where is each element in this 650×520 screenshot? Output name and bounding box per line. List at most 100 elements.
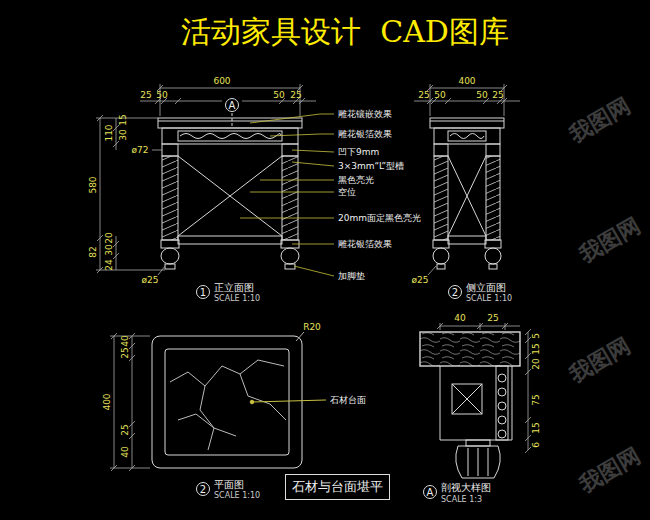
line-stroke (114, 336, 115, 468)
rect-stroke (420, 332, 520, 366)
watermark: 我图网 (576, 444, 644, 496)
line-stroke (160, 88, 300, 89)
side-elevation (430, 118, 504, 269)
circle-stroke (498, 388, 506, 396)
watermark: 我图网 (566, 94, 634, 146)
section-circle: A (423, 485, 437, 499)
dimension-text: 25 (492, 91, 503, 100)
dimension-text: 15 (119, 114, 128, 125)
line-stroke (158, 121, 302, 122)
callout-note: 雕花银箔效果 (338, 240, 392, 249)
rect-stroke (165, 264, 175, 269)
plan-view (152, 332, 326, 468)
dimension-text: 25 (290, 91, 301, 100)
callout-note: 黑色亮光 (338, 176, 374, 185)
dimension-text: 30 (119, 129, 128, 140)
line-stroke (502, 323, 508, 329)
view-title: 剖视大样图 (441, 483, 491, 493)
line-stroke (525, 447, 531, 453)
polyline-stroke (292, 162, 334, 166)
line-stroke (252, 400, 326, 402)
line-stroke (129, 355, 135, 361)
rect-stroke (178, 131, 282, 141)
ellipse-stroke (281, 248, 299, 264)
rect-stroke (486, 144, 500, 156)
path-stroke (450, 134, 484, 139)
path-stroke (200, 386, 214, 450)
line-stroke (97, 267, 103, 273)
line-stroke (152, 150, 162, 151)
polyline-stroke (294, 266, 334, 276)
line-stroke (525, 329, 531, 335)
line-stroke (116, 118, 117, 150)
line-stroke (129, 343, 135, 349)
dimension-text: 25 (121, 424, 130, 435)
dimension-text: ø25 (142, 276, 159, 285)
dimension-text: 50 (273, 91, 284, 100)
line-stroke (232, 113, 233, 128)
line-stroke (452, 384, 482, 414)
rect-stroke (162, 156, 178, 240)
line-stroke (528, 332, 529, 450)
line-stroke (525, 369, 531, 375)
rect-stroke (430, 118, 504, 128)
line-stroke (452, 384, 482, 414)
dimension-text: 400 (103, 393, 112, 410)
section-circle: 1 (196, 285, 210, 299)
dimension-text: 15 (532, 422, 541, 433)
line-stroke (129, 433, 135, 439)
line-stroke (140, 101, 222, 102)
line-stroke (437, 323, 443, 329)
dimension-text: 25 (121, 347, 130, 358)
view-number: 2 (452, 287, 458, 298)
view-number: A (229, 100, 236, 111)
line-stroke (158, 266, 165, 275)
circle-stroke (498, 430, 506, 438)
circle-stroke (498, 402, 506, 410)
line-stroke (488, 448, 489, 476)
path-stroke (240, 374, 286, 420)
line-stroke (525, 337, 531, 343)
dimension-text: 400 (458, 77, 475, 86)
line-stroke (132, 336, 133, 468)
polyline-stroke (250, 114, 334, 123)
rect-stroke (437, 264, 445, 269)
rect-stroke (285, 264, 295, 269)
callout-note: 雕花银箔效果 (338, 130, 392, 139)
dimension-text: R20 (303, 323, 321, 332)
line-stroke (97, 235, 103, 241)
polyline-stroke (250, 192, 334, 193)
line-stroke (113, 141, 119, 147)
line-stroke (468, 448, 469, 476)
dimension-text: 50 (476, 91, 487, 100)
dimension-text: 15 (532, 343, 541, 354)
dimension-text: 40 (454, 314, 465, 323)
circle-stroke (498, 374, 506, 382)
rect-stroke (433, 240, 449, 248)
line-stroke (477, 323, 483, 329)
line-stroke (110, 468, 150, 469)
rect-stroke (152, 336, 302, 468)
line-stroke (129, 333, 135, 339)
rect-stroke (162, 144, 178, 156)
dimension-text: 25 (418, 91, 429, 100)
line-stroke (448, 156, 486, 236)
callout-leaders (240, 114, 334, 276)
view-title: 平面图 (214, 480, 244, 490)
line-stroke (296, 332, 304, 341)
polyline-stroke (270, 134, 334, 136)
polyline-stroke (240, 218, 334, 219)
path-stroke (170, 360, 284, 386)
line-stroke (97, 115, 103, 121)
line-stroke (430, 88, 504, 89)
dimension-text: 82 (89, 246, 98, 257)
callout-note: 石材台面 (330, 396, 366, 405)
scale-note: SCALE 1:10 (466, 295, 512, 303)
line-stroke (129, 465, 135, 471)
scale-note: SCALE 1:10 (214, 295, 260, 303)
dimension-text: 50 (434, 91, 445, 100)
dimension-text: 6 (532, 442, 541, 448)
side-dimensions (414, 84, 520, 275)
view-title: 侧立面图 (466, 283, 506, 293)
